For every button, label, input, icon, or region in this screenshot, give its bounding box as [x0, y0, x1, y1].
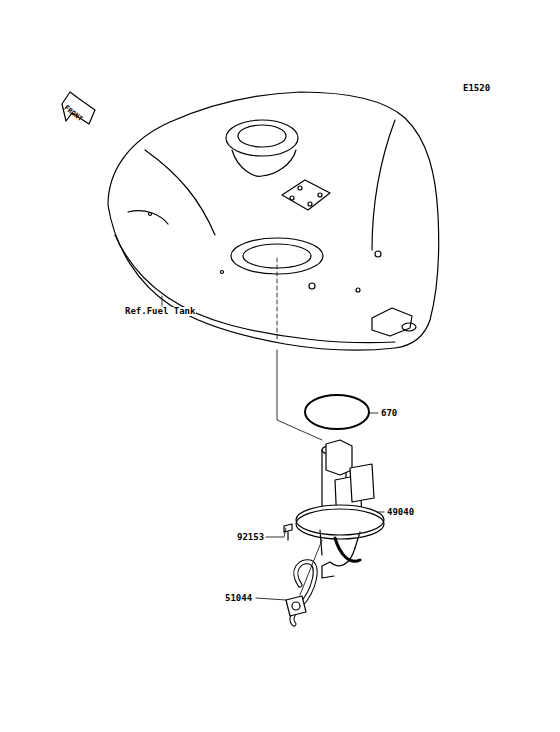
tank-rear-tab: [372, 308, 412, 336]
callout-number: 670: [380, 409, 398, 418]
leader-line: [266, 528, 286, 537]
leader-line: [300, 540, 322, 595]
tank-flange: [282, 180, 330, 210]
tank-lower-edge: [115, 235, 395, 343]
flange-bolt: [308, 202, 312, 206]
front-indicator: FRONT: [62, 104, 84, 124]
callout-number: 92153: [236, 533, 265, 542]
leader-line: [378, 512, 384, 513]
tank-boss: [149, 213, 152, 216]
reference-label: Ref.Fuel Tank: [124, 307, 196, 316]
tank-boss: [309, 283, 315, 289]
callout-number: 49040: [386, 508, 415, 517]
front-arrow: [62, 92, 95, 124]
tank-side-crease: [128, 211, 168, 224]
callout-number: 51044: [224, 594, 253, 603]
tank-side-crease: [372, 120, 395, 250]
assembly-line: [277, 350, 322, 440]
tank-boss: [356, 288, 360, 292]
leader-line: [369, 413, 378, 414]
tank-boss: [375, 251, 381, 257]
drawing-number: E1520: [462, 84, 491, 93]
fuel-pump: [296, 440, 384, 578]
filler-neck: [232, 150, 296, 176]
o-ring: [305, 395, 369, 429]
pump-opening: [243, 244, 311, 268]
flange-bolt: [290, 196, 294, 200]
filler-opening: [238, 125, 286, 147]
leader-line: [162, 296, 163, 306]
tank-side-crease: [145, 150, 215, 235]
filler-opening: [226, 120, 298, 156]
fuel-tank: [108, 92, 439, 350]
assembly-line: [277, 258, 278, 342]
tank-mount-hole: [402, 323, 416, 331]
flange-bolt: [318, 193, 322, 197]
flange-bolt: [298, 186, 302, 190]
tank-boss: [221, 271, 224, 274]
leader-line: [256, 598, 286, 600]
